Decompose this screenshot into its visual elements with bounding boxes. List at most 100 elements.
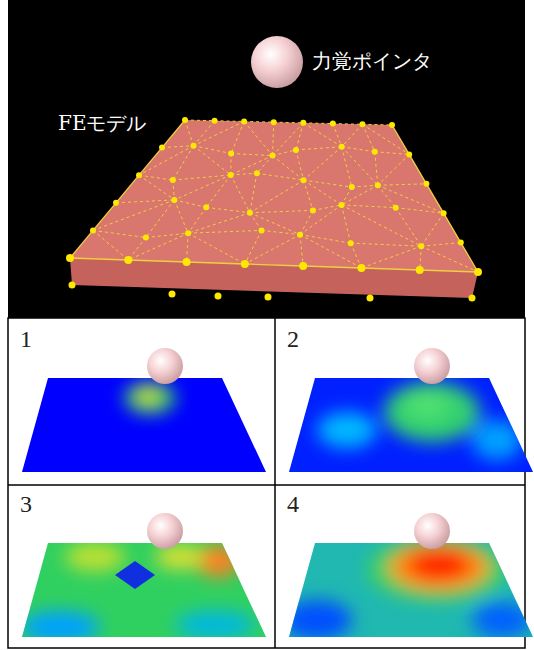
mesh-node: [182, 117, 188, 123]
mesh-node: [90, 227, 96, 233]
mesh-edge: [444, 213, 461, 242]
mesh-node: [190, 143, 196, 149]
mesh-node: [423, 181, 429, 187]
mesh-edge: [128, 260, 186, 262]
stress-plate-1: [0, 348, 280, 480]
mesh-edge: [304, 180, 352, 187]
mesh-node: [339, 144, 345, 150]
mesh-node: [416, 266, 424, 274]
mesh-node: [393, 205, 399, 211]
mesh-edge: [188, 207, 206, 233]
mesh-edge: [378, 185, 444, 213]
mesh-node: [228, 151, 234, 157]
mesh-node: [228, 172, 234, 178]
mesh-edge: [342, 205, 396, 208]
mesh-node: [300, 120, 306, 126]
mesh-edge: [303, 266, 361, 268]
mesh-edge: [250, 210, 313, 212]
mesh-edge: [300, 210, 313, 234]
mesh-edge: [342, 205, 351, 243]
fe-slab: [66, 117, 482, 302]
mesh-edge: [296, 147, 342, 150]
mesh-node: [367, 295, 374, 302]
black-panel: [8, 0, 525, 318]
mesh-edge: [93, 230, 128, 260]
mesh-edge: [342, 185, 378, 205]
mesh-edge: [173, 175, 231, 180]
mesh-node: [474, 268, 482, 276]
mesh-edge: [185, 120, 193, 146]
mesh-edge: [304, 147, 342, 180]
mesh-edge: [342, 124, 363, 147]
mesh-edge: [231, 156, 273, 175]
mesh-node: [349, 184, 355, 190]
mesh-node: [143, 235, 149, 241]
stress-plate-2: [267, 348, 534, 480]
mesh-node: [375, 182, 381, 188]
mesh-node: [418, 243, 424, 249]
mesh-node: [293, 147, 299, 153]
mesh-edge: [273, 122, 274, 155]
grid-divider: [8, 484, 525, 486]
mesh-node: [270, 153, 276, 159]
mesh-node: [348, 240, 354, 246]
mesh-edge: [146, 233, 188, 237]
mesh-edge: [250, 180, 304, 213]
mesh-edge: [361, 268, 419, 270]
mesh-edge: [333, 124, 342, 147]
mesh-edge: [342, 205, 422, 246]
mesh-node: [170, 177, 176, 183]
mesh-edge: [215, 120, 245, 122]
mesh-edge: [139, 175, 173, 180]
mesh-edge: [378, 184, 427, 185]
mesh-edge: [146, 200, 174, 238]
mesh-node: [441, 210, 447, 216]
haptic-pointer-sphere: [251, 36, 303, 88]
mesh-edge: [257, 156, 273, 174]
mesh-edge: [128, 233, 188, 260]
mesh-edge: [174, 200, 206, 207]
mesh-node: [359, 121, 365, 127]
mesh-edge: [362, 124, 392, 126]
slab-top-face: [70, 120, 478, 272]
mesh-edge: [162, 146, 193, 148]
mesh-edge: [173, 146, 194, 180]
mesh-edge: [250, 173, 257, 213]
mesh-node: [66, 254, 74, 262]
mesh-edge: [303, 123, 341, 147]
mesh-edge: [185, 120, 215, 122]
stress-plate-4: [267, 513, 534, 645]
mesh-edge: [342, 147, 375, 152]
mesh-edge: [333, 123, 363, 125]
mesh-edge: [352, 185, 378, 187]
fe-mesh: [66, 117, 482, 302]
mesh-edge: [257, 173, 304, 180]
mesh-edge: [362, 124, 409, 154]
mesh-edge: [300, 235, 303, 266]
mesh-node: [159, 145, 165, 151]
mesh-edge: [392, 125, 409, 154]
mesh-node: [215, 293, 222, 300]
pointer-label: 力覚ポインタ: [312, 50, 432, 72]
mesh-edge: [139, 146, 193, 176]
mesh-edge: [304, 180, 313, 210]
panel-number: 4: [287, 491, 299, 517]
mesh-edge: [231, 121, 244, 153]
mesh-node: [357, 264, 365, 272]
mesh-node: [271, 119, 277, 125]
mesh-edge: [244, 121, 272, 155]
mesh-edge: [162, 120, 185, 148]
mesh-edge: [231, 173, 257, 175]
mesh-node: [169, 291, 176, 298]
mesh-edge: [139, 148, 162, 176]
panel-number: 2: [287, 326, 299, 352]
mesh-edge: [273, 150, 296, 156]
mesh-node: [310, 207, 316, 213]
mesh-edge: [375, 152, 378, 186]
mesh-node: [203, 204, 209, 210]
mesh-edge: [245, 230, 262, 264]
mesh-node: [171, 197, 177, 203]
mesh-edge: [93, 200, 174, 231]
mesh-edge: [188, 230, 261, 233]
